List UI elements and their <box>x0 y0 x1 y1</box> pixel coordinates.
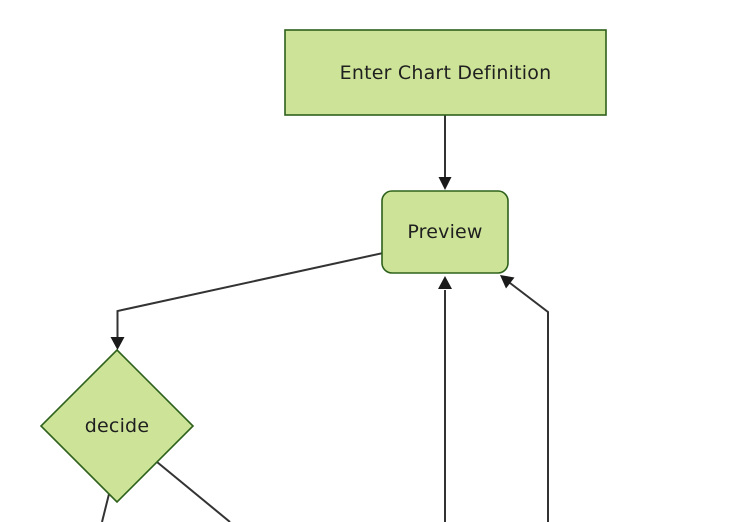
node-layer <box>39 29 607 504</box>
edge-offscreen-to-preview-corner <box>509 282 549 522</box>
edge-decide-to-offscreen-left <box>101 493 110 522</box>
node-decide-shape <box>39 348 195 504</box>
node-preview-shape <box>381 190 509 274</box>
node-enter-chart-definition-shape <box>284 29 607 116</box>
arrowhead-offscreen-to-preview-corner-icon <box>500 275 515 289</box>
arrowhead-offscreen-to-preview-center-icon <box>438 276 452 289</box>
edge-decide-to-offscreen-right <box>156 461 231 522</box>
edge-layer <box>101 115 549 522</box>
arrowhead-preview-to-decide-icon <box>110 337 125 350</box>
arrowhead-enter-to-preview-icon <box>438 177 452 190</box>
edge-preview-to-decide <box>116 252 384 338</box>
